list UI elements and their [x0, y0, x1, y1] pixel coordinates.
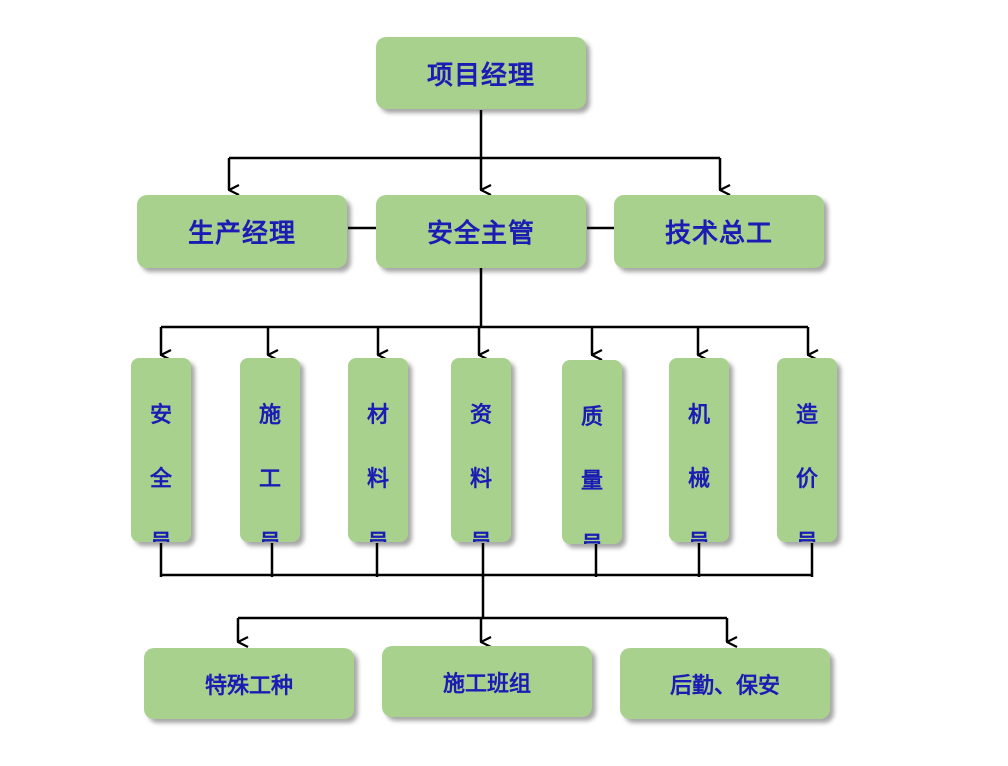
staff-char: 员: [240, 512, 300, 542]
logistics-security-label: 后勤、保安: [669, 673, 780, 699]
staff-box-quality: 质 量 员: [562, 360, 622, 544]
logistics-security-box: 后勤、保安: [620, 648, 830, 719]
staff-char: 价: [795, 467, 818, 492]
safety-supervisor-box: 安全主管: [376, 195, 586, 268]
staff-char: 材: [366, 403, 389, 428]
staff-box-machinery: 机 械 员: [669, 358, 729, 542]
staff-char: 工: [258, 467, 281, 492]
staff-char: 资: [469, 403, 492, 428]
chief-engineer-box: 技术总工: [614, 195, 824, 268]
staff-char: 安: [149, 403, 172, 428]
staff-box-construction: 施 工 员: [240, 358, 300, 542]
chief-engineer-label: 技术总工: [664, 219, 773, 249]
staff-char: 机: [687, 403, 710, 428]
staff-char: 员: [131, 512, 191, 542]
safety-supervisor-label: 安全主管: [426, 219, 535, 249]
project-manager-box: 项目经理: [376, 37, 586, 109]
staff-char: 施: [258, 403, 281, 428]
staff-char: 料: [469, 467, 492, 492]
production-manager-box: 生产经理: [137, 195, 347, 268]
staff-box-cost: 造 价 员: [777, 358, 837, 542]
production-manager-label: 生产经理: [187, 219, 296, 249]
staff-char: 量: [580, 469, 603, 494]
staff-char: 员: [451, 512, 511, 542]
staff-box-safety: 安 全 员: [131, 358, 191, 542]
staff-char: 械: [687, 467, 710, 492]
staff-char: 员: [348, 512, 408, 542]
project-manager-label: 项目经理: [426, 60, 535, 91]
staff-char: 质: [580, 405, 603, 430]
staff-char: 造: [795, 403, 818, 428]
construction-teams-label: 施工班组: [442, 671, 531, 697]
staff-box-documents: 资 料 员: [451, 358, 511, 542]
staff-char: 员: [669, 512, 729, 542]
staff-char: 料: [366, 467, 389, 492]
staff-char: 员: [777, 512, 837, 542]
staff-box-materials: 材 料 员: [348, 358, 408, 542]
special-trades-box: 特殊工种: [144, 648, 354, 719]
special-trades-label: 特殊工种: [204, 673, 293, 699]
construction-teams-box: 施工班组: [382, 646, 592, 717]
staff-char: 员: [562, 514, 622, 544]
staff-char: 全: [149, 467, 172, 492]
